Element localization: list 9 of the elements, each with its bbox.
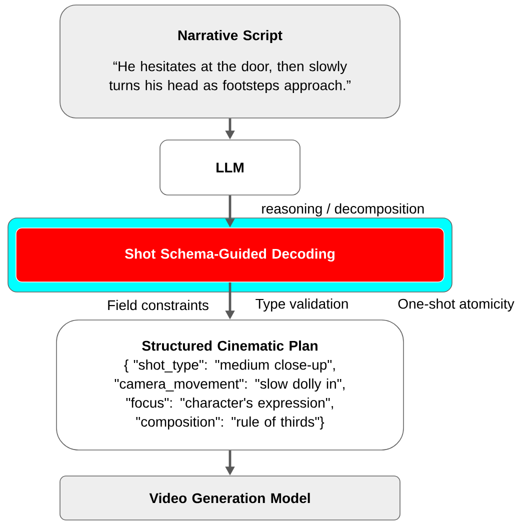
- decoding-box: Shot Schema-Guided Decoding: [16, 228, 444, 282]
- edge-label: reasoning / decomposition: [260, 202, 426, 218]
- constraint-label: Type validation: [256, 298, 348, 312]
- plan-box: Structured Cinematic Plan { "shot_type": "medium close-up", "camera_movement": "slow dolly in", "focus": "character's expression", "composition": "rule of thirds"}: [56, 320, 404, 450]
- model-box: LLM: [160, 140, 300, 196]
- output-box: Video Generation Model: [60, 476, 400, 520]
- constraint-label: One-shot atomicity: [398, 298, 514, 312]
- input-box: Narrative Script “He hesitates at the door, then slowly turns his head as footsteps approach.”: [60, 4, 400, 118]
- constraint-label: Field constraints: [108, 300, 208, 310]
